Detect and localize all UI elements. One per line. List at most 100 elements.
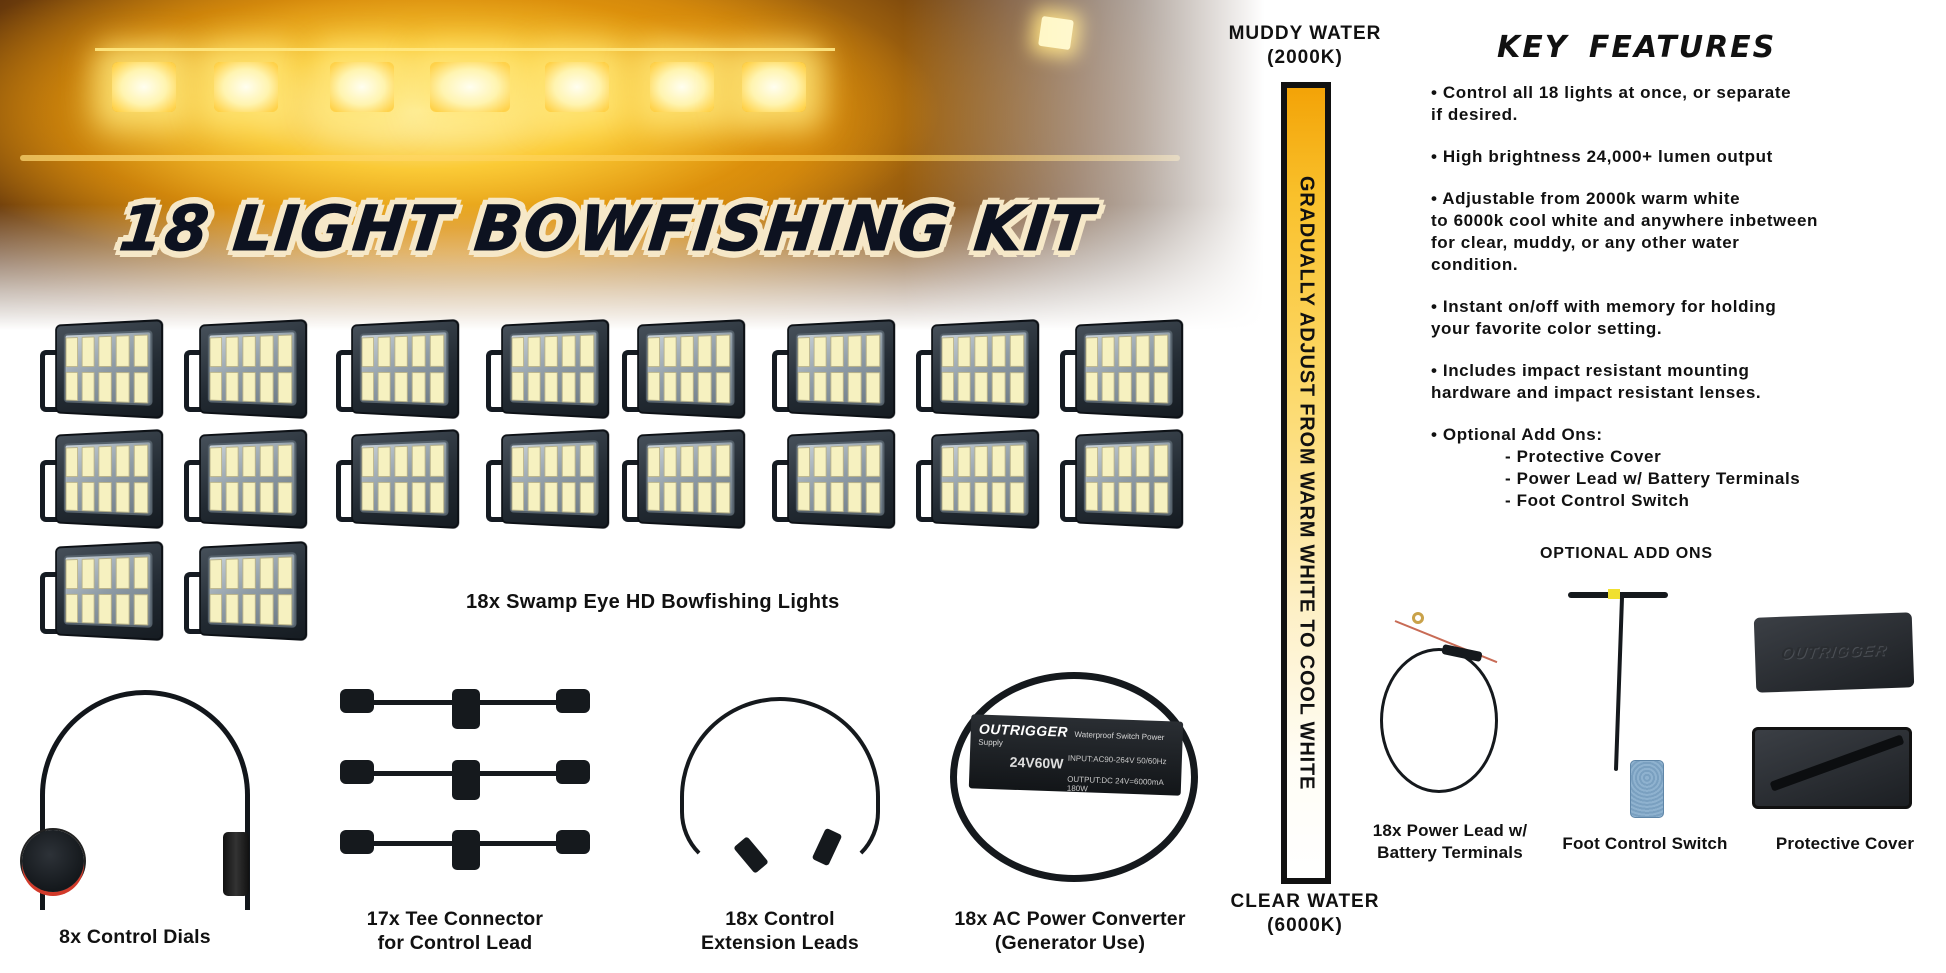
clear-water-label: CLEAR WATER (6000K) — [1230, 891, 1380, 936]
bowfishing-light-image — [772, 429, 898, 530]
mount-bracket — [40, 572, 58, 634]
hero-banner — [0, 0, 1290, 330]
bowfishing-light-image — [40, 429, 166, 530]
tee-connector — [340, 756, 590, 801]
tee-connector — [340, 685, 590, 730]
mount-bracket — [916, 460, 934, 522]
light-housing — [787, 429, 896, 529]
lights-caption: 18x Swamp Eye HD Bowfishing Lights — [466, 591, 840, 613]
bowfishing-light-image — [486, 429, 612, 530]
power-cord — [950, 672, 1198, 882]
light-housing — [637, 429, 746, 529]
connector-plug-icon — [223, 832, 249, 896]
muddy-water-label: MUDDY WATER (2000K) — [1228, 23, 1382, 68]
boat-rail — [20, 155, 1180, 161]
cover-strap — [1769, 734, 1905, 792]
bowfishing-light-image — [772, 319, 898, 420]
mount-bracket — [184, 350, 202, 412]
mount-bracket — [40, 350, 58, 412]
bowfishing-light-image — [1060, 319, 1186, 420]
bowfishing-light-image — [486, 319, 612, 420]
mount-bracket — [772, 460, 790, 522]
lights-grid — [40, 319, 1200, 650]
mount-bracket — [336, 460, 354, 522]
tee-connector — [340, 826, 590, 871]
feature-item: • High brightness 24,000+ lumen output — [1431, 147, 1773, 166]
control-dials-caption: 8x Control Dials — [59, 926, 211, 948]
key-features-list: • Control all 18 lights at once, or sepa… — [1431, 82, 1931, 532]
mount-bracket — [40, 460, 58, 522]
mount-bracket — [184, 572, 202, 634]
light-housing — [199, 319, 308, 419]
optional-add-ons-title: OPTIONAL ADD ONS — [1540, 545, 1713, 562]
extension-cable — [680, 697, 880, 872]
light-housing — [351, 429, 460, 529]
power-lead-cable — [1380, 648, 1498, 793]
bowfishing-light-image — [184, 319, 310, 420]
boat-light-bar — [95, 48, 835, 160]
bowfishing-light-image — [184, 429, 310, 530]
power-supply-box: OUTRIGGER Waterproof Switch Power Supply… — [968, 714, 1184, 796]
bowfishing-light-image — [40, 319, 166, 420]
cover-tray — [1752, 727, 1912, 809]
light-housing — [1075, 429, 1184, 529]
light-housing — [931, 429, 1040, 529]
bowfishing-light-image — [336, 429, 462, 530]
mount-bracket — [1060, 350, 1078, 412]
light-housing — [199, 541, 308, 641]
mount-bracket — [622, 460, 640, 522]
mount-bracket — [184, 460, 202, 522]
feature-item: • Instant on/off with memory for holding… — [1431, 297, 1777, 338]
mount-bracket — [486, 460, 504, 522]
glowing-lamp — [330, 62, 394, 112]
mount-bracket — [336, 350, 354, 412]
feature-item: • Includes impact resistant mounting har… — [1431, 361, 1762, 402]
light-housing — [787, 319, 896, 419]
foot-switch-cable — [1613, 595, 1625, 772]
feature-item-optional-add-ons: • Optional Add Ons: - Protective Cover -… — [1431, 425, 1801, 510]
feature-item: • Adjustable from 2000k warm white to 60… — [1431, 189, 1819, 274]
bowfishing-light-image — [916, 429, 1042, 530]
light-housing — [1075, 319, 1184, 419]
gradient-bar-text: GRADUALLY ADJUST FROM WARM WHITE TO COOL… — [1295, 175, 1318, 791]
light-housing — [55, 541, 164, 641]
power-lead-caption: 18x Power Lead w/ Battery Terminals — [1372, 821, 1528, 862]
bowfishing-light-image — [40, 541, 166, 642]
bowfishing-light-image — [1060, 429, 1186, 530]
yellow-tag — [1608, 589, 1620, 599]
light-housing — [931, 319, 1040, 419]
key-features-title: KEY FEATURES — [1497, 30, 1777, 65]
hero-title: 18 LIGHT BOWFISHING KIT — [116, 192, 1099, 266]
mount-bracket — [486, 350, 504, 412]
battery-terminal-icon — [1412, 612, 1424, 624]
cover-lid: OUTRIGGER — [1753, 612, 1915, 693]
color-temperature-gradient-bar: GRADUALLY ADJUST FROM WARM WHITE TO COOL… — [1281, 82, 1331, 884]
light-housing — [199, 429, 308, 529]
protective-cover-caption: Protective Cover — [1775, 834, 1915, 853]
mount-bracket — [622, 350, 640, 412]
bowfishing-light-image — [622, 429, 748, 530]
mount-bracket — [772, 350, 790, 412]
light-housing — [351, 319, 460, 419]
bowfishing-light-image — [622, 319, 748, 420]
light-housing — [55, 319, 164, 419]
extension-leads-caption: 18x Control Extension Leads — [701, 908, 859, 954]
glowing-lamp — [545, 62, 609, 112]
glowing-lamp — [430, 62, 510, 112]
foot-switch-caption: Foot Control Switch — [1562, 834, 1728, 853]
light-housing — [501, 319, 610, 419]
foot-pedal-icon — [1630, 760, 1664, 818]
light-housing — [55, 429, 164, 529]
glowing-lamp — [742, 62, 806, 112]
tee-connector-caption: 17x Tee Connector for Control Lead — [366, 908, 544, 954]
glowing-lamp-far — [1038, 15, 1074, 51]
dial-knob-icon — [22, 830, 84, 892]
mount-bracket — [916, 350, 934, 412]
dial-cable — [40, 690, 250, 910]
light-housing — [501, 429, 610, 529]
power-converter-caption: 18x AC Power Converter (Generator Use) — [954, 908, 1186, 954]
light-housing — [637, 319, 746, 419]
mount-bracket — [1060, 460, 1078, 522]
bowfishing-light-image — [916, 319, 1042, 420]
bowfishing-light-image — [336, 319, 462, 420]
